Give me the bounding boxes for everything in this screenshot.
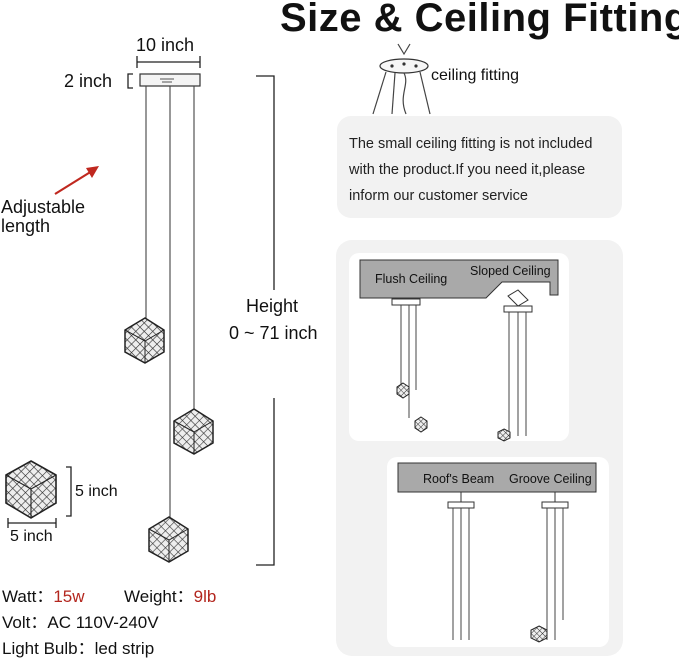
height-label: Height [246, 296, 299, 316]
bulb-spec: Light Bulb：led strip [2, 639, 155, 658]
shade-detail [5, 460, 57, 519]
shade-height-bracket [66, 466, 72, 517]
height-bracket-top [256, 75, 275, 290]
beam-groove-ceiling [397, 462, 597, 493]
weight-spec: Weight：9lb [124, 587, 217, 606]
flush-sloped-ceiling [359, 259, 559, 299]
bulb-value: led strip [94, 639, 155, 658]
height-bracket-bottom [256, 398, 275, 566]
pendant-shade [173, 408, 214, 455]
groove-ceiling-label: Groove Ceiling [509, 472, 592, 486]
canopy-height-label: 2 inch [64, 71, 113, 91]
watt-spec: Watt：15w [2, 587, 85, 606]
shade-height-label: 5 inch [75, 483, 118, 500]
adjustable-length-label: Adjustable length [1, 197, 86, 236]
ceiling-fitting-label: ceiling fitting [431, 67, 520, 84]
adjustable-arrow [54, 170, 93, 195]
width-label: 10 inch [136, 35, 195, 55]
canopy [139, 73, 201, 87]
flush-ceiling-label: Flush Ceiling [375, 272, 448, 286]
roofs-beam-label: Roof's Beam [423, 472, 495, 486]
height-range-label: 0 ~ 71 inch [229, 323, 318, 343]
watt-value: 15w [53, 587, 85, 606]
pendant-shade [148, 516, 189, 563]
note-text: The small ceiling fitting is not include… [349, 136, 593, 204]
sloped-ceiling-label: Sloped Ceiling [470, 264, 551, 278]
note-panel [337, 116, 622, 218]
volt-value: AC 110V-240V [47, 613, 159, 632]
weight-value: 9lb [193, 587, 217, 606]
volt-spec: Volt：AC 110V-240V [2, 613, 159, 632]
canopy-height-bracket [127, 73, 133, 89]
pendant-shade [124, 317, 165, 364]
ceiling-fitting-icon [372, 43, 431, 115]
shade-width-label: 5 inch [10, 528, 53, 545]
page-title: Size & Ceiling Fitting [280, 0, 679, 40]
ceiling-types-drawing [349, 253, 609, 647]
